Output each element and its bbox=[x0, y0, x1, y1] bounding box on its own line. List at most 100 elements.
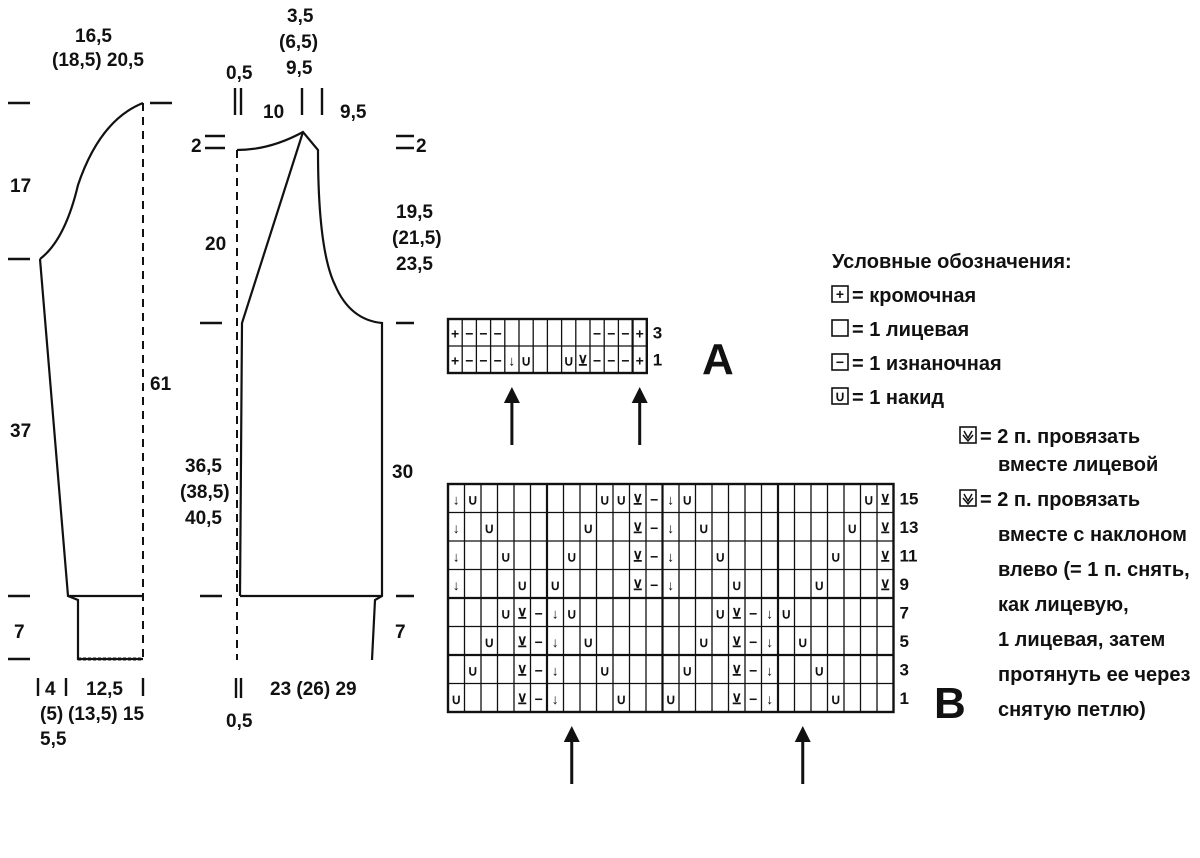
sleeve-cap-height: 17 bbox=[10, 176, 31, 197]
legend-item-knit: = 1 лицевая bbox=[831, 319, 969, 341]
hem-height: 7 bbox=[395, 622, 406, 643]
chart_b-stitch-symbol: − bbox=[535, 634, 543, 650]
legend-ssk-line-1: = 2 п. провязать bbox=[980, 489, 1140, 511]
chart_b-stitch-symbol: ⊻ bbox=[880, 548, 890, 564]
chart_b-stitch-symbol: ↓ bbox=[552, 691, 559, 707]
chart_a-stitch-symbol: − bbox=[465, 353, 473, 369]
chart_b-stitch-symbol: ↓ bbox=[667, 548, 674, 564]
legend-symbol-edge: + bbox=[836, 286, 844, 302]
chart_b-stitch-symbol: ↓ bbox=[453, 491, 460, 507]
sleeve-outline bbox=[39, 101, 144, 260]
sleeve-bottom-offset-sizes-1: (5) bbox=[40, 704, 63, 725]
legend-symbol-purl: − bbox=[836, 354, 844, 370]
sleeve-bottom-width-sizes: (13,5) 15 bbox=[68, 704, 144, 725]
sleeve-bottom-offset: 4 bbox=[45, 679, 56, 700]
chart_b-stitch-symbol: ∪ bbox=[468, 662, 478, 678]
chart_b-stitch-symbol: ↓ bbox=[453, 548, 460, 564]
chart_b-stitch-symbol: ∪ bbox=[699, 520, 709, 536]
chart_a-stitch-symbol: + bbox=[636, 353, 644, 369]
chart_a-stitch-symbol: − bbox=[479, 326, 487, 342]
chart-b-label: B bbox=[934, 679, 966, 728]
chart_b-stitch-symbol: − bbox=[650, 491, 658, 507]
chart_b-stitch-symbol: ∪ bbox=[864, 491, 874, 507]
armhole-depth-2: (21,5) bbox=[392, 228, 442, 249]
chart_a-row-number: 1 bbox=[653, 351, 662, 370]
chart-a-label: A bbox=[702, 335, 734, 384]
legend-k2tog-line-1: = 2 п. провязать bbox=[980, 426, 1140, 448]
chart_b-stitch-symbol: ∪ bbox=[583, 634, 593, 650]
chart_b-stitch-symbol: ∪ bbox=[484, 634, 494, 650]
legend-item-k2tog: = 2 п. провязать вместе лицевой bbox=[959, 426, 1158, 476]
legend-k2tog-line-2: вместе лицевой bbox=[998, 454, 1158, 476]
chart_b-stitch-symbol: ⊻ bbox=[732, 634, 742, 650]
chart_b-stitch-symbol: ↓ bbox=[667, 520, 674, 536]
chart_b-row-number: 1 bbox=[900, 689, 909, 708]
chart_b-stitch-symbol: − bbox=[749, 662, 757, 678]
chart_b-stitch-symbol: ∪ bbox=[715, 548, 725, 564]
chart_b-stitch-symbol: ∪ bbox=[451, 691, 461, 707]
sleeve-total-length: 61 bbox=[150, 374, 172, 395]
chart_b-stitch-symbol: − bbox=[749, 634, 757, 650]
chart_b-stitch-symbol: ↓ bbox=[667, 577, 674, 593]
shoulder-drop-right: 2 bbox=[416, 136, 427, 157]
body-length-1: 36,5 bbox=[185, 456, 222, 477]
legend-item-ssk: = 2 п. провязать вместе с наклоном влево… bbox=[959, 489, 1190, 721]
legend-text-edge: = кромочная bbox=[852, 285, 976, 307]
legend-title: Условные обозначения: bbox=[832, 251, 1072, 273]
chart_b-stitch-symbol: ⊻ bbox=[517, 662, 527, 678]
chart_b-stitch-symbol: ∪ bbox=[715, 605, 725, 621]
chart_b-row-number: 13 bbox=[900, 518, 919, 537]
chart_b-repeat-arrow-head bbox=[794, 726, 811, 742]
chart_b-stitch-symbol: ⊻ bbox=[633, 491, 643, 507]
chart_b-stitch-symbol: − bbox=[535, 662, 543, 678]
chart_b-stitch-symbol: − bbox=[650, 548, 658, 564]
chart_a-stitch-symbol: − bbox=[607, 326, 615, 342]
chart_b-stitch-symbol: ↓ bbox=[667, 491, 674, 507]
body-length-3: 40,5 bbox=[185, 508, 222, 529]
chart_b-stitch-symbol: ⊻ bbox=[633, 577, 643, 593]
sleeve-schematic: 16,5 (18,5) 20,5 17 37 61 7 4 (5) 5,5 12… bbox=[8, 26, 172, 750]
chart_a-stitch-symbol: ∪ bbox=[564, 353, 574, 369]
chart_a-stitch-symbol: − bbox=[494, 326, 502, 342]
chart_b-stitch-symbol: ∪ bbox=[847, 520, 857, 536]
chart_b-stitch-symbol: ∪ bbox=[616, 491, 626, 507]
chart_a-stitch-symbol: − bbox=[593, 326, 601, 342]
chart_a-stitch-symbol: − bbox=[479, 353, 487, 369]
chart_b-stitch-symbol: ⊻ bbox=[880, 520, 890, 536]
ssk-icon bbox=[962, 493, 974, 506]
right-shoulder-width: 9,5 bbox=[340, 102, 367, 123]
legend-item-purl: − = 1 изнаночная bbox=[831, 353, 1002, 375]
chart_b-stitch-symbol: ∪ bbox=[600, 662, 610, 678]
neck-top-1: 3,5 bbox=[287, 6, 314, 27]
chart_a-stitch-symbol: ⊻ bbox=[578, 353, 588, 369]
raglan-length: 20 bbox=[205, 234, 226, 255]
sleeve-arm-length: 37 bbox=[10, 421, 31, 442]
chart_b-stitch-symbol: ⊻ bbox=[517, 634, 527, 650]
chart_b-stitch-symbol: ∪ bbox=[583, 520, 593, 536]
chart_b-stitch-symbol: ∪ bbox=[798, 634, 808, 650]
body-bottom-width: 23 (26) 29 bbox=[270, 679, 357, 700]
chart_b-row-number: 5 bbox=[900, 632, 909, 651]
armhole-depth-1: 19,5 bbox=[396, 202, 433, 223]
k2tog-icon bbox=[962, 430, 974, 443]
chart_b-stitch-symbol: ⊻ bbox=[633, 520, 643, 536]
chart_b-stitch-symbol: ∪ bbox=[814, 662, 824, 678]
legend-text-knit: = 1 лицевая bbox=[852, 319, 969, 341]
body-outline bbox=[236, 130, 384, 661]
chart_b-stitch-symbol: ∪ bbox=[814, 577, 824, 593]
chart_b-stitch-symbol: ∪ bbox=[501, 548, 511, 564]
chart_b-stitch-symbol: ∪ bbox=[682, 491, 692, 507]
chart_a-stitch-symbol: ∪ bbox=[521, 353, 531, 369]
chart_a-stitch-symbol: + bbox=[451, 326, 459, 342]
legend-ssk-line-3: влево (= 1 п. снять, bbox=[998, 559, 1190, 581]
chart_a-stitch-symbol: − bbox=[494, 353, 502, 369]
chart_a-repeat-arrow-head bbox=[503, 387, 520, 403]
chart_b-stitch-symbol: − bbox=[749, 605, 757, 621]
chart_b-stitch-symbol: − bbox=[650, 577, 658, 593]
chart_b-row-number: 9 bbox=[900, 575, 909, 594]
legend-ssk-line-4: как лицевую, bbox=[998, 594, 1129, 616]
chart_a-repeat-arrow-head bbox=[631, 387, 648, 403]
chart_b-stitch-symbol: ∪ bbox=[567, 605, 577, 621]
chart_b-stitch-symbol: ∪ bbox=[484, 520, 494, 536]
shoulder-drop-left: 2 bbox=[191, 136, 202, 157]
